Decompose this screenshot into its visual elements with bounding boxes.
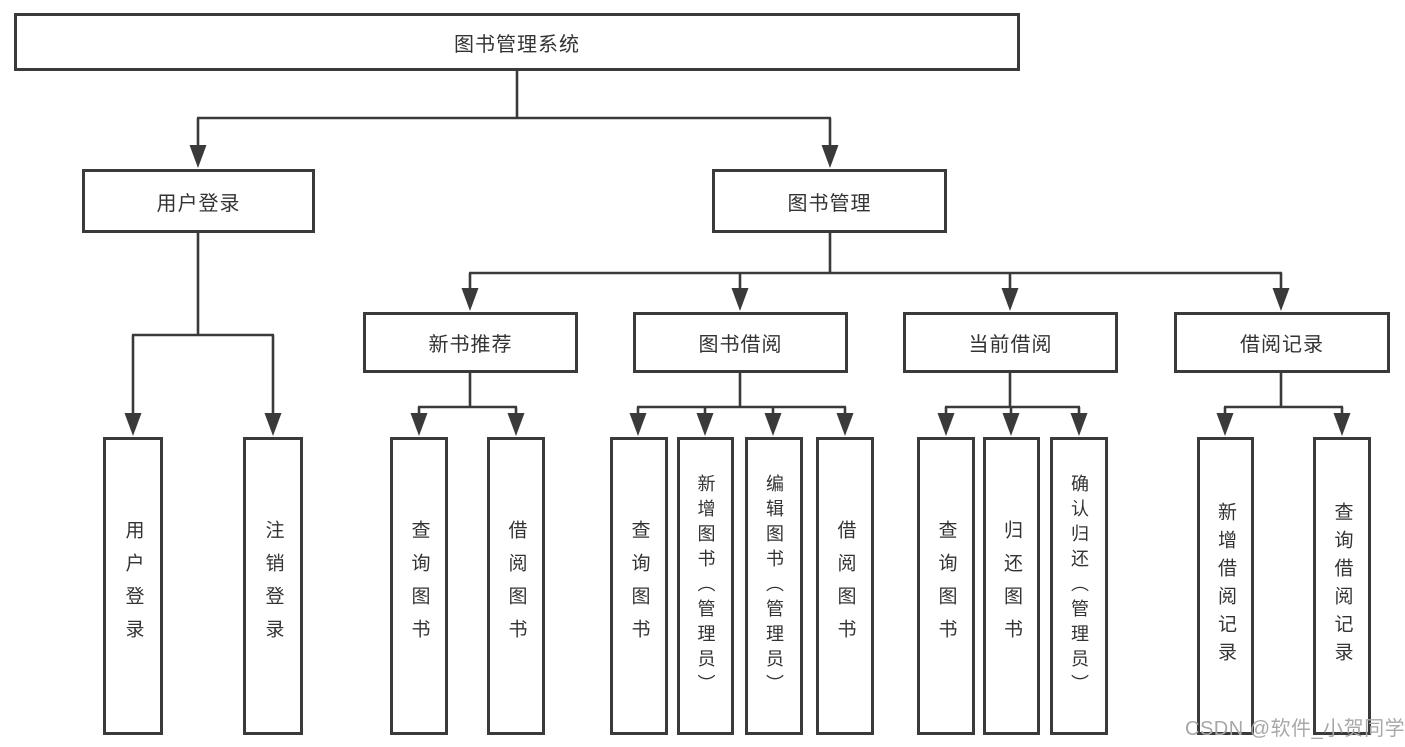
leaf-record-add-borrow-record-label: 新增借阅记录 xyxy=(1215,502,1236,670)
leaf-current-return-books-label: 归还图书 xyxy=(1001,520,1022,652)
leaf-current-return-books: 归还图书 xyxy=(983,437,1040,735)
node-book-management: 图书管理 xyxy=(712,169,947,233)
leaf-logout: 注销登录 xyxy=(243,437,303,735)
node-new-book-recommend-label: 新书推荐 xyxy=(428,334,513,356)
leaf-recommend-query-books-label: 查询图书 xyxy=(408,520,430,652)
leaf-borrow-borrow-books: 借阅图书 xyxy=(816,437,874,735)
leaf-recommend-borrow-books: 借阅图书 xyxy=(487,437,545,735)
node-current-borrow-label: 当前借阅 xyxy=(968,334,1053,356)
leaf-borrow-edit-books-admin: 编辑图书（管理员） xyxy=(745,437,803,735)
node-root: 图书管理系统 xyxy=(14,13,1020,71)
node-book-management-label: 图书管理 xyxy=(787,192,872,215)
leaf-record-query-borrow-record-label: 查询借阅记录 xyxy=(1331,502,1353,670)
leaf-user-login-label: 用户登录 xyxy=(122,520,144,652)
leaf-current-query-books-label: 查询图书 xyxy=(935,520,957,652)
leaf-recommend-query-books: 查询图书 xyxy=(390,437,448,735)
node-borrow-record-label: 借阅记录 xyxy=(1240,334,1324,356)
leaf-borrow-query-books-label: 查询图书 xyxy=(628,520,650,652)
leaf-record-query-borrow-record: 查询借阅记录 xyxy=(1313,437,1371,735)
leaf-borrow-add-books-admin: 新增图书（管理员） xyxy=(677,437,734,735)
node-book-borrow-label: 图书借阅 xyxy=(698,334,783,356)
leaf-recommend-borrow-books-label: 借阅图书 xyxy=(505,520,527,652)
leaf-current-confirm-return-admin-label: 确认归还（管理员） xyxy=(1069,473,1089,699)
leaf-record-add-borrow-record: 新增借阅记录 xyxy=(1197,437,1254,735)
leaf-user-login: 用户登录 xyxy=(103,437,163,735)
leaf-logout-label: 注销登录 xyxy=(262,520,284,652)
node-root-label: 图书管理系统 xyxy=(454,33,580,56)
node-book-borrow: 图书借阅 xyxy=(633,312,848,373)
leaf-current-query-books: 查询图书 xyxy=(917,437,975,735)
node-user-login-label: 用户登录 xyxy=(156,192,241,215)
leaf-current-confirm-return-admin: 确认归还（管理员） xyxy=(1050,437,1108,735)
leaf-borrow-add-books-admin-label: 新增图书（管理员） xyxy=(695,473,716,699)
node-current-borrow: 当前借阅 xyxy=(903,312,1118,373)
node-borrow-record: 借阅记录 xyxy=(1174,312,1390,373)
node-user-login: 用户登录 xyxy=(82,169,315,233)
csdn-watermark: CSDN @软件_小贺同学 xyxy=(1185,718,1405,740)
leaf-borrow-borrow-books-label: 借阅图书 xyxy=(834,520,856,652)
leaf-borrow-query-books: 查询图书 xyxy=(610,437,668,735)
leaf-borrow-edit-books-admin-label: 编辑图书（管理员） xyxy=(764,473,784,699)
node-new-book-recommend: 新书推荐 xyxy=(363,312,578,373)
